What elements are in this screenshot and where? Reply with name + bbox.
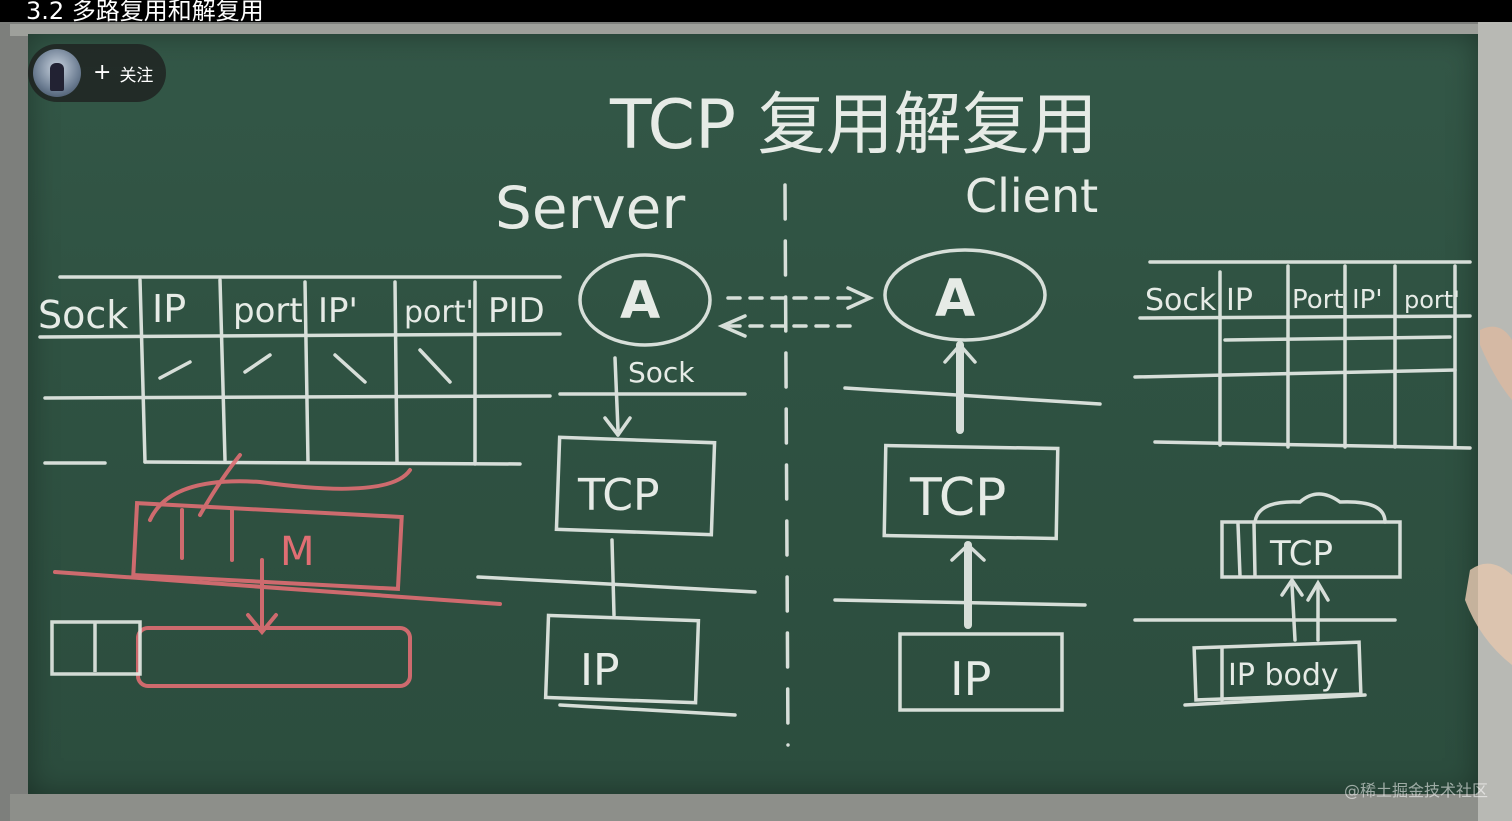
client-ip-body-box xyxy=(1192,640,1363,702)
instructor-hand xyxy=(1480,326,1512,400)
server-tcp-label: TCP xyxy=(577,470,660,521)
client-process-circle xyxy=(883,248,1047,342)
video-title: 3.2 多路复用和解复用 xyxy=(0,0,1512,22)
client-label: Client xyxy=(965,169,1098,223)
server-col-port-prime: port' xyxy=(404,295,474,330)
client-process-label: A xyxy=(935,269,975,329)
chalkboard xyxy=(28,34,1478,794)
message-label: M xyxy=(280,529,315,575)
client-tcp-box xyxy=(882,443,1060,541)
client-col-ip-prime: IP' xyxy=(1352,285,1383,315)
uploader-follow-pill: + 关注 xyxy=(28,44,166,102)
server-col-ip: IP xyxy=(152,287,186,331)
client-segment-box xyxy=(1220,520,1402,579)
server-table xyxy=(38,275,562,466)
segment-tcp-label: TCP xyxy=(1269,534,1333,574)
server-ip-box xyxy=(543,613,701,705)
client-col-port: Port xyxy=(1292,285,1344,315)
server-tcp-box xyxy=(554,435,717,537)
ip-body-label: IP body xyxy=(1228,658,1339,693)
server-col-sock: Sock xyxy=(38,293,128,337)
instructor-hand-lower xyxy=(1465,563,1512,665)
uploader-avatar[interactable] xyxy=(33,49,81,97)
server-process-label: A xyxy=(620,271,660,331)
client-table xyxy=(1133,260,1472,450)
client-col-port-prime: port' xyxy=(1404,286,1460,314)
server-ip-label: IP xyxy=(580,645,620,696)
follow-label: 关注 xyxy=(119,65,154,86)
board-heading: TCP 复用解复用 xyxy=(609,86,1098,165)
board-bottom-rail xyxy=(10,794,1500,821)
client-col-ip: IP xyxy=(1226,283,1253,318)
client-ip-label: IP xyxy=(950,652,991,706)
server-col-pid: PID xyxy=(488,291,545,331)
client-tcp-label: TCP xyxy=(909,468,1006,528)
server-table-headers: Sock IP port IP' port' PID xyxy=(38,287,545,337)
server-process-circle xyxy=(578,253,712,347)
board-right-post xyxy=(1478,22,1512,821)
sock-label: Sock xyxy=(628,356,695,389)
board-top-rail xyxy=(10,24,1500,36)
watermark: @稀土掘金技术社区 xyxy=(1343,781,1488,800)
server-col-port: port xyxy=(233,291,303,331)
server-label: Server xyxy=(495,174,685,242)
client-col-sock: Sock xyxy=(1145,283,1217,318)
red-chalk-annotations xyxy=(53,453,502,688)
server-col-ip-prime: IP' xyxy=(318,291,358,331)
divider-line xyxy=(783,183,790,747)
client-table-headers: Sock IP Port IP' port' xyxy=(1145,283,1460,318)
plus-icon: + xyxy=(93,60,112,85)
client-ip-box xyxy=(898,632,1064,712)
follow-button[interactable]: + 关注 xyxy=(93,61,153,86)
